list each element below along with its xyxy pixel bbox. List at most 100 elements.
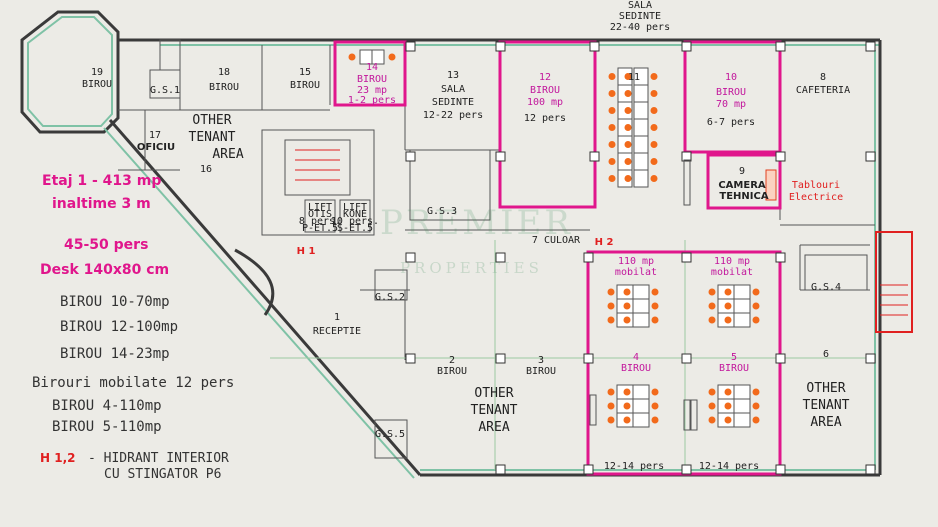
room-2-num: 2 (449, 355, 455, 366)
room-13-label2: SEDINTE (432, 97, 474, 108)
legend-floor: Etaj 1 - 413 mp (42, 173, 161, 189)
gs4-label: G.S.4 (811, 282, 841, 293)
chair (650, 158, 658, 165)
chair (708, 416, 716, 424)
room-4-pers: 12-14 pers (604, 461, 664, 472)
room-15-label: BIROU (290, 80, 320, 91)
other-tenant-left-1: OTHER (192, 113, 231, 128)
cabinet-4 (589, 394, 597, 426)
office-14-outline (333, 40, 407, 107)
chair (608, 107, 616, 114)
room-5-note: 110 mp (714, 256, 750, 267)
desk (733, 412, 751, 428)
octagon-windows (27, 16, 113, 127)
chair (651, 288, 659, 296)
room-14-label: BIROU (357, 74, 387, 85)
room-4-num: 4 (633, 352, 639, 363)
room-13-pers: 12-22 pers (423, 110, 483, 121)
gs4-room (804, 254, 868, 291)
gs5-label: G.S.5 (375, 429, 405, 440)
legend-hydrant-code: H 1,2 (40, 451, 75, 465)
chair (752, 302, 760, 310)
room-9-label: CAMERA (718, 180, 766, 191)
legend-item-1: BIROU 10-70mp (60, 294, 170, 310)
other-tenant-mid-1: OTHER (474, 386, 513, 401)
room-19-label: BIROU (82, 79, 112, 90)
room-7-label: 7 CULOAR (532, 235, 581, 246)
chair (608, 124, 616, 131)
room-4-label: BIROU (621, 363, 651, 374)
chair (708, 302, 716, 310)
chair (724, 402, 732, 410)
room-1-num: 1 (334, 312, 340, 323)
chair (624, 158, 632, 165)
room-6-num: 6 (823, 349, 829, 360)
room-10-num: 10 (725, 72, 737, 83)
chair (708, 316, 716, 324)
room-4-note: 110 mp (618, 256, 654, 267)
tablouri-label: Tablouri (792, 180, 840, 191)
desk (632, 398, 650, 414)
chair (708, 288, 716, 296)
furniture (348, 49, 760, 428)
chair (624, 73, 632, 80)
other-tenant-left-2: TENANT (189, 130, 236, 145)
chair (650, 124, 658, 131)
reception-curve (234, 248, 275, 316)
chair (752, 388, 760, 396)
desk (371, 49, 385, 65)
room-12-area: 100 mp (527, 97, 563, 108)
watermark-premier: PREMIER (380, 203, 573, 243)
room-8-num: 8 (820, 72, 826, 83)
chair (607, 288, 615, 296)
room-17-num: 17 (149, 130, 161, 141)
room-13-label: SALA (441, 84, 465, 95)
desk (632, 384, 650, 400)
top-room-label: SALA (628, 0, 652, 11)
top-room-label2: SEDINTE (619, 11, 661, 22)
chair (608, 141, 616, 148)
top-room-pers: 22-40 pers (610, 22, 670, 33)
chair (607, 302, 615, 310)
room-17-label: OFICIU (137, 142, 175, 153)
other-tenant-left-3: AREA (212, 147, 243, 162)
chair (623, 416, 631, 424)
legend: Etaj 1 - 413 mp inaltime 3 m 45-50 pers … (32, 173, 234, 482)
lift1-l1: LIFT (308, 202, 332, 213)
room-9-num: 9 (739, 166, 745, 177)
chair (624, 141, 632, 148)
chair (607, 416, 615, 424)
legend-desk: Desk 140x80 cm (40, 262, 169, 278)
chair (623, 316, 631, 324)
chair (608, 73, 616, 80)
room-15-num: 15 (299, 67, 311, 78)
chair (651, 316, 659, 324)
room-5-num: 5 (731, 352, 737, 363)
chair (624, 107, 632, 114)
legend-furnished-title: Birouri mobilate 12 pers (32, 375, 234, 391)
lift2-l4: S-ET.5 (337, 223, 373, 234)
other-tenant-mid-3: AREA (478, 420, 509, 435)
lift1-l3: 8 pers. (299, 216, 341, 227)
room-6-label3: AREA (810, 415, 841, 430)
room-12-label: BIROU (530, 85, 560, 96)
chair (608, 158, 616, 165)
chair (388, 53, 396, 61)
room-10-area: 70 mp (716, 99, 746, 110)
legend-hydrant-text2: CU STINGATOR P6 (104, 467, 221, 482)
desk (733, 398, 751, 414)
cabinet-10 (683, 159, 691, 206)
other-tenant-mid-2: TENANT (471, 403, 518, 418)
fire-stair (875, 231, 913, 333)
room-12-pers: 12 pers (524, 113, 566, 124)
gs3-label: G.S.3 (427, 206, 457, 217)
chair (752, 416, 760, 424)
chair (724, 302, 732, 310)
chair (651, 402, 659, 410)
chair (651, 302, 659, 310)
desk (632, 298, 650, 314)
desk (632, 284, 650, 300)
legend-people: 45-50 pers (64, 237, 148, 253)
desk (633, 101, 649, 120)
